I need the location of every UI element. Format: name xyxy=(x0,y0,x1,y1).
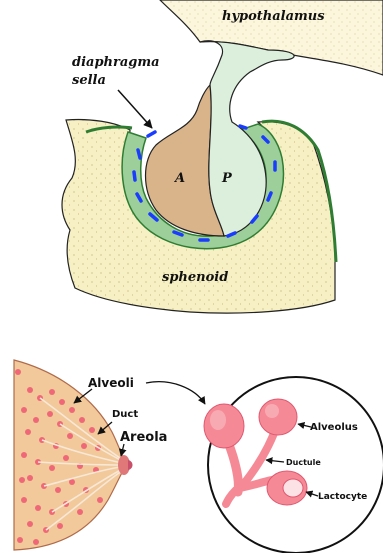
diaphragma-pointer xyxy=(118,90,152,128)
pituitary-diagram: hypothalamus diaphragma sella A P spheno… xyxy=(62,0,383,313)
label-diaphragma: diaphragma xyxy=(72,55,160,70)
label-alveoli: Alveoli xyxy=(88,376,134,390)
label-duct: Duct xyxy=(112,409,138,420)
label-posterior: P xyxy=(221,171,233,186)
nipple xyxy=(128,460,133,470)
label-sella: sella xyxy=(72,73,106,88)
label-ductule: Ductule xyxy=(286,458,321,467)
label-areola: Areola xyxy=(120,430,167,445)
label-alveolus: Alveolus xyxy=(310,422,358,433)
alveoli-to-circle-arrow xyxy=(146,382,205,404)
label-hypothalamus: hypothalamus xyxy=(222,9,325,24)
label-lactocyte: Lactocyte xyxy=(318,492,367,502)
mammary-diagram: Alveoli Duct Areola Alveolus Ductule Lac… xyxy=(14,360,383,553)
label-anterior: A xyxy=(173,171,185,186)
label-sphenoid: sphenoid xyxy=(162,270,228,285)
